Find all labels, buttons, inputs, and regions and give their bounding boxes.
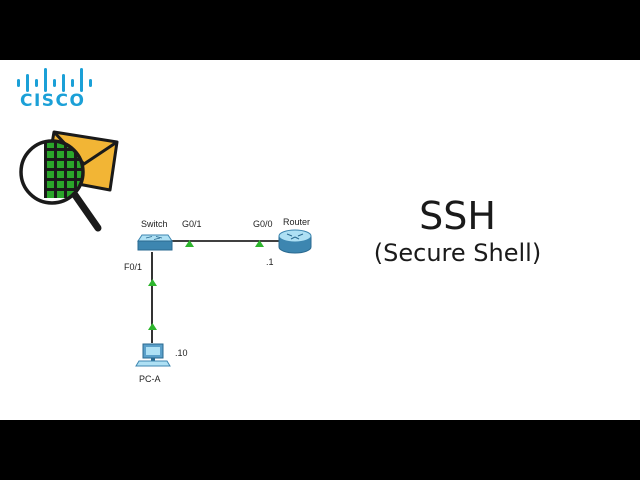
magnifying-glass-icon xyxy=(19,139,102,232)
cisco-logo: CISCO xyxy=(14,68,94,112)
letterbox-top xyxy=(0,0,640,60)
pc-icon[interactable] xyxy=(135,343,171,367)
router-label: Router xyxy=(283,217,311,227)
router-icon[interactable] xyxy=(278,229,312,254)
interface-label-g0-0: G0/0 xyxy=(253,219,273,229)
link-status-indicator xyxy=(148,323,157,330)
slide: CISCO xyxy=(0,60,640,420)
router-address-label: .1 xyxy=(266,257,274,267)
link-status-indicator xyxy=(185,240,194,247)
switch-icon[interactable] xyxy=(137,234,173,251)
envelope-magnifier-icon xyxy=(19,130,119,232)
switch-label: Switch xyxy=(141,219,168,229)
letterbox-bottom xyxy=(0,420,640,480)
cisco-wordmark: CISCO xyxy=(20,91,86,111)
pc-address-label: .10 xyxy=(175,348,188,358)
network-topology xyxy=(135,229,312,367)
link-status-indicator xyxy=(148,279,157,286)
cisco-bars-icon xyxy=(17,68,92,92)
slide-title: SSH xyxy=(419,194,496,238)
link-status-indicator xyxy=(255,240,264,247)
slide-subtitle: (Secure Shell) xyxy=(373,239,542,267)
pc-label: PC-A xyxy=(139,374,161,384)
interface-label-g0-1: G0/1 xyxy=(182,219,202,229)
interface-label-f0-1: F0/1 xyxy=(124,262,143,272)
